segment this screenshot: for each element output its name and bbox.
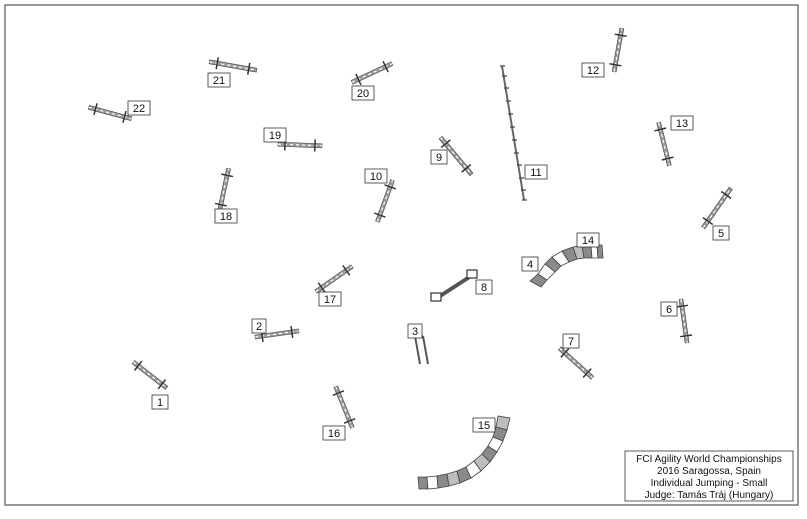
course-info-box: FCI Agility World Championships 2016 Sar… — [624, 450, 794, 502]
label-11: 11 — [524, 164, 548, 180]
label-7: 7 — [562, 333, 580, 349]
label-20: 20 — [351, 85, 375, 101]
svg-text:4: 4 — [527, 259, 533, 271]
svg-text:7: 7 — [568, 336, 574, 348]
label-14: 14 — [576, 232, 600, 248]
label-4: 4 — [521, 256, 539, 272]
svg-text:21: 21 — [213, 75, 225, 87]
label-6: 6 — [660, 301, 678, 317]
svg-text:12: 12 — [587, 65, 599, 77]
label-17: 17 — [318, 291, 342, 307]
hurdle-1 — [131, 360, 169, 390]
label-15: 15 — [472, 417, 496, 433]
number-labels: 1 2 3 4 5 6 7 8 9 10 11 12 13 14 15 16 1… — [127, 62, 730, 441]
hurdle-22 — [87, 103, 133, 123]
svg-text:14: 14 — [582, 235, 594, 247]
label-19: 19 — [263, 127, 287, 143]
svg-text:6: 6 — [666, 304, 672, 316]
hurdles — [87, 27, 733, 429]
svg-text:3: 3 — [412, 326, 418, 338]
label-12: 12 — [581, 62, 605, 78]
svg-text:16: 16 — [328, 428, 340, 440]
info-class: Individual Jumping - Small — [651, 478, 768, 489]
info-location: 2016 Saragossa, Spain — [657, 466, 761, 477]
svg-text:22: 22 — [133, 103, 145, 115]
hurdle-2 — [254, 325, 300, 343]
hurdle-7 — [557, 346, 595, 380]
hurdle-9 — [438, 135, 474, 177]
obstacle-8-tire — [430, 269, 478, 302]
label-22: 22 — [127, 100, 151, 116]
label-9: 9 — [430, 149, 448, 165]
hurdle-21 — [208, 57, 258, 75]
hurdle-17 — [314, 264, 354, 294]
svg-text:1: 1 — [157, 397, 163, 409]
obstacle-15-tunnel — [417, 415, 511, 490]
info-title: FCI Agility World Championships — [636, 454, 781, 465]
hurdle-19 — [277, 138, 323, 152]
label-1: 1 — [151, 394, 169, 410]
label-8: 8 — [475, 279, 493, 295]
svg-text:2: 2 — [256, 321, 262, 333]
label-13: 13 — [670, 115, 694, 131]
hurdle-5 — [701, 186, 733, 230]
info-judge: Judge: Tamás Tráj (Hungary) — [645, 490, 774, 501]
hurdle-12 — [609, 27, 627, 73]
hurdle-13 — [654, 121, 674, 167]
svg-text:17: 17 — [324, 294, 336, 306]
svg-text:19: 19 — [269, 130, 281, 142]
label-5: 5 — [712, 225, 730, 241]
course-frame — [4, 4, 799, 506]
svg-text:20: 20 — [357, 88, 369, 100]
hurdle-16 — [332, 385, 356, 429]
label-3: 3 — [407, 323, 423, 339]
svg-text:9: 9 — [436, 152, 442, 164]
svg-text:11: 11 — [530, 167, 541, 179]
svg-text:5: 5 — [718, 228, 724, 240]
label-16: 16 — [322, 425, 346, 441]
hurdle-20 — [350, 60, 394, 86]
svg-text:18: 18 — [220, 211, 232, 223]
label-10: 10 — [364, 168, 388, 184]
svg-text:15: 15 — [478, 420, 490, 432]
svg-text:8: 8 — [481, 282, 487, 294]
svg-text:13: 13 — [676, 118, 688, 130]
hurdle-6 — [675, 298, 693, 344]
obstacle-11-weave-poles — [500, 65, 527, 201]
label-21: 21 — [207, 72, 231, 88]
svg-text:10: 10 — [370, 171, 382, 183]
hurdle-10 — [373, 179, 397, 223]
label-18: 18 — [214, 208, 238, 224]
label-2: 2 — [251, 318, 267, 334]
